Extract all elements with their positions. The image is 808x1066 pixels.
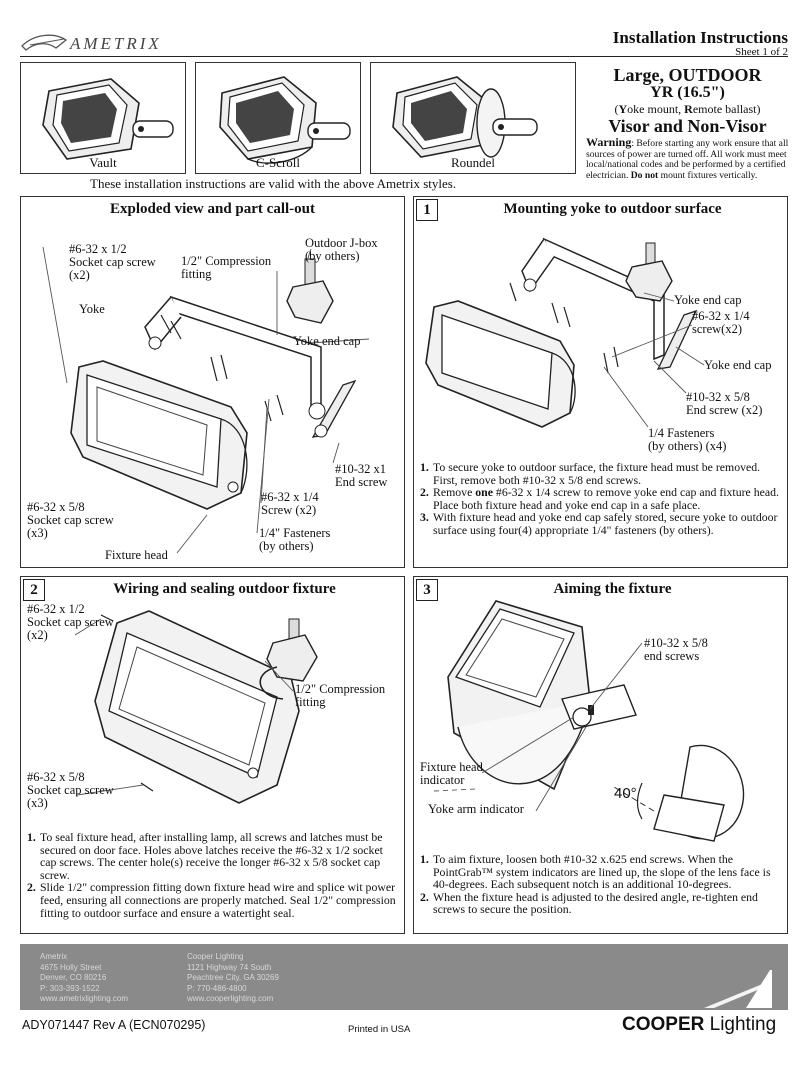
label-yoke-end-cap-b: Yoke end cap bbox=[704, 358, 772, 372]
cooper-lighting-logo: COOPER Lighting bbox=[622, 1014, 777, 1035]
label-yoke-arm-indicator: Yoke arm indicator bbox=[428, 802, 524, 816]
product-line-1: Large, OUTDOOR bbox=[613, 65, 762, 85]
mounting-diagram bbox=[425, 237, 705, 428]
c-scroll-fixture-icon bbox=[219, 76, 351, 164]
panel-step-2: 2 Wiring and sealing outdoor fixture #6-… bbox=[20, 576, 405, 934]
step-1-item: 3.With fixture head and yoke end cap saf… bbox=[420, 510, 778, 537]
step-3-item: 1.To aim fixture, loosen both #10-32 x.6… bbox=[420, 852, 771, 892]
panel-step-1: 1 Mounting yoke to outdoor surface Yoke … bbox=[413, 196, 788, 568]
style-label-roundel: Roundel bbox=[450, 155, 496, 170]
step-1-instructions: 1.To secure yoke to outdoor surface, the… bbox=[420, 461, 782, 537]
step-1-number: 1 bbox=[416, 199, 438, 221]
exploded-title: Exploded view and part call-out bbox=[109, 201, 316, 217]
printed-in: Printed in USA bbox=[348, 1024, 411, 1035]
step-1-title: Mounting yoke to outdoor surface bbox=[503, 201, 722, 217]
step-3-instructions: 1.To aim fixture, loosen both #10-32 x.6… bbox=[420, 853, 782, 916]
style-label-c-scroll: C-Scroll bbox=[255, 155, 301, 170]
label-yoke-end-cap-a: Yoke end cap bbox=[674, 293, 742, 307]
label-yoke: Yoke bbox=[79, 302, 105, 316]
step-2-instructions: 1.To seal fixture head, after installing… bbox=[27, 831, 399, 919]
aiming-diagram bbox=[433, 600, 745, 842]
product-line-2: YR (16.5") bbox=[650, 84, 725, 101]
step-3-title: Aiming the fixture bbox=[553, 581, 672, 597]
header-rule bbox=[20, 56, 788, 57]
ametrix-logo-icon bbox=[21, 34, 68, 51]
step-2-item: 2.Slide 1/2" compression fitting down fi… bbox=[27, 880, 396, 920]
step-1-item: 2.Remove one #6-32 x 1/4 screw to remove… bbox=[420, 485, 779, 512]
product-line-3: (Yoke mount, Remote ballast) bbox=[614, 102, 761, 116]
roundel-fixture-icon bbox=[392, 76, 538, 158]
cooper-stripes-icon bbox=[704, 970, 772, 1008]
label-yoke-end-cap: Yoke end cap bbox=[293, 334, 361, 348]
label-fasteners: 1/4" Fasteners(by others) bbox=[259, 526, 331, 553]
step-2-title: Wiring and sealing outdoor fixture bbox=[113, 581, 336, 597]
vault-fixture-icon bbox=[42, 78, 174, 160]
step-3-item: 2.When the fixture head is adjusted to t… bbox=[420, 889, 758, 917]
brand-name: AMETRIX bbox=[70, 34, 162, 53]
doc-title: Installation Instructions bbox=[612, 28, 788, 47]
style-label-vault: Vault bbox=[89, 155, 117, 170]
styles-valid-note: These installation instructions are vali… bbox=[90, 176, 457, 191]
wiring-diagram bbox=[74, 610, 318, 804]
style-vault: Vault bbox=[20, 62, 186, 174]
label-outdoor-jbox: Outdoor J-box(by others) bbox=[305, 236, 378, 263]
style-c-scroll: C-Scroll bbox=[195, 62, 361, 174]
panel-exploded-view: Exploded view and part call-out bbox=[20, 196, 405, 568]
step-3-number: 3 bbox=[416, 579, 438, 601]
step-2-number: 2 bbox=[23, 579, 45, 601]
step-2-item: 1.To seal fixture head, after installing… bbox=[27, 830, 383, 882]
exploded-diagram bbox=[42, 246, 370, 554]
sheet-number: Sheet 1 of 2 bbox=[735, 46, 788, 58]
document-number: ADY071447 Rev A (ECN070295) bbox=[22, 1018, 206, 1032]
label-angle: 40° bbox=[614, 785, 637, 802]
label-fixture-head: Fixture head bbox=[105, 548, 168, 562]
warning-note: Warning: Before starting any work ensure… bbox=[586, 135, 789, 181]
product-line-4: Visor and Non-Visor bbox=[608, 116, 767, 136]
style-roundel: Roundel bbox=[370, 62, 576, 174]
label-fasteners: 1/4 Fasteners(by others) (x4) bbox=[648, 426, 727, 453]
step-1-item: 1.To secure yoke to outdoor surface, the… bbox=[420, 460, 761, 487]
